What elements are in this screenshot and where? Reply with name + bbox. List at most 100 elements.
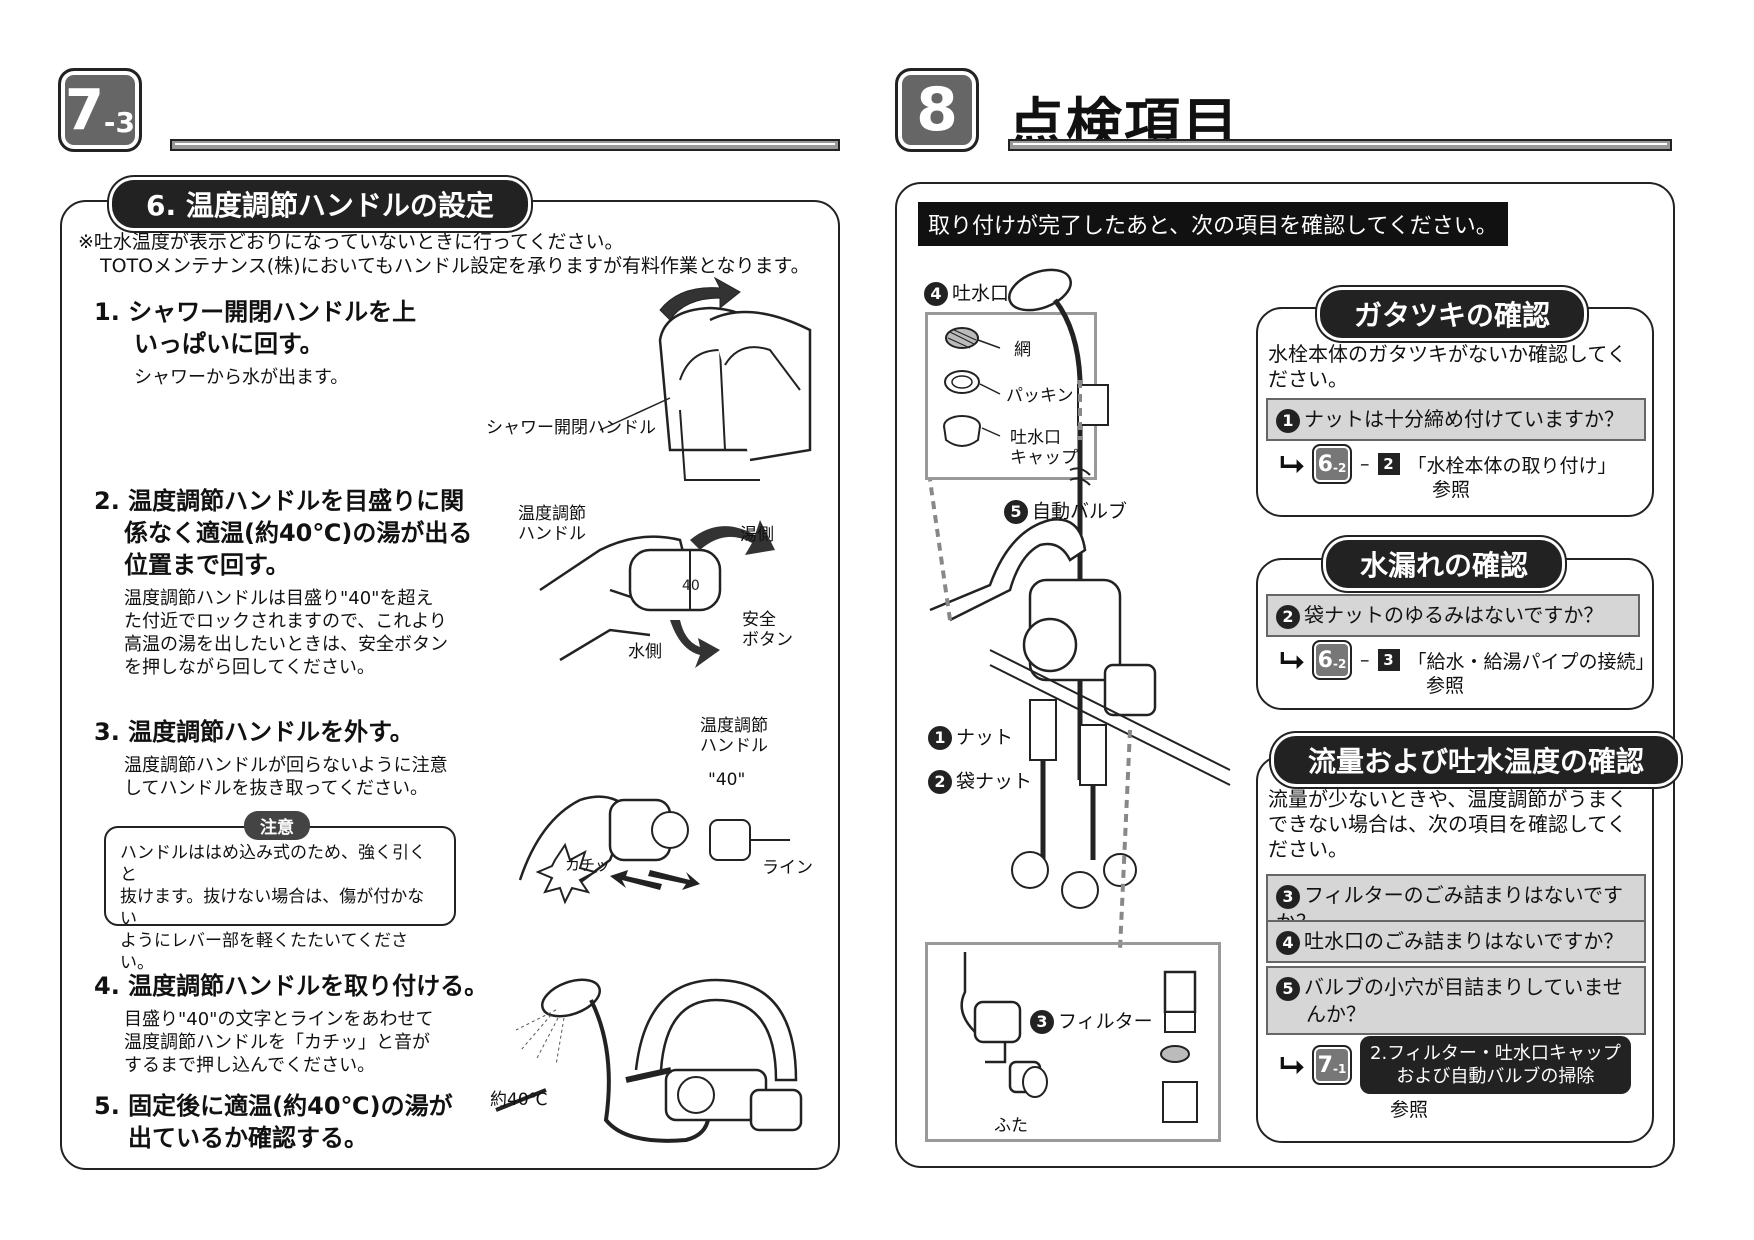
section-title-pill: 6. 温度調節ハンドルの設定 — [112, 180, 528, 228]
notes: ※吐水温度が表示どおりになっていないときに行ってください。 TOTOメンテナンス… — [78, 230, 828, 278]
ref-line: 2.フィルター・吐水口キャップ — [1370, 1043, 1621, 1064]
label-line: 安全 — [742, 610, 776, 630]
step-title: 係なく適温(約40℃)の湯が出る — [124, 519, 473, 547]
reference-link[interactable]: ⮡ 6-2 – 3 「給水・給湯パイプの接続」 — [1280, 640, 1655, 680]
step-title: 位置まで回す。 — [124, 551, 290, 579]
desc-line: ださい。 — [1268, 837, 1348, 861]
reference-link[interactable]: ⮡ 6-2 – 2 「水栓本体の取り付け」 — [1280, 444, 1617, 484]
step-body: を押しながら回してください。 — [124, 657, 375, 678]
label-mark-40: "40" — [708, 770, 746, 790]
instruction-banner: 取り付けが完了したあと、次の項目を確認してください。 — [918, 202, 1508, 246]
step-title: 2. 温度調節ハンドルを目盛りに関 — [94, 487, 465, 515]
step-title: いっぱいに回す。 — [134, 330, 324, 358]
ref-badge: 7-1 — [1312, 1045, 1352, 1085]
step-body: するまで押し込んでください。 — [124, 1055, 376, 1076]
header-rule-right — [1008, 139, 1672, 151]
ref-badge: 6-2 — [1312, 640, 1352, 680]
arrow-right-icon: ⮡ — [1280, 1047, 1304, 1083]
question-text: ナットは十分締め付けていますか？ — [1304, 407, 1624, 431]
caution-box: ハンドルははめ込み式のため、強く引くと 抜けます。抜けない場合は、傷が付かない … — [104, 826, 456, 973]
section-badge-8: 8 — [895, 68, 979, 152]
note-line: TOTOメンテナンス(株)においてもハンドル設定を承りますが有料作業となります。 — [100, 255, 810, 277]
desc-line: 水栓本体のガタツキがないか確認してく — [1268, 342, 1627, 366]
filter-illustration — [960, 952, 1198, 1123]
label-text: ナット — [956, 726, 1014, 749]
label-safety-button: 安全 ボタン — [742, 610, 793, 650]
ref-badge: 6-2 — [1312, 444, 1352, 484]
check-title: 流量および吐水温度の確認 — [1274, 736, 1679, 784]
step-title: 1. シャワー開閉ハンドルを上 — [94, 298, 417, 326]
ref-badge-sub: -1 — [1332, 1062, 1347, 1076]
label-line: 吐水口 — [1010, 428, 1061, 448]
step-body: た付近でロックされますので、これより — [124, 611, 447, 632]
label-mesh: 網 — [1014, 340, 1031, 360]
num-circle: 4 — [1276, 930, 1300, 955]
ref-badge-sub: -2 — [1332, 461, 1347, 475]
num-circle: 3 — [1276, 884, 1300, 909]
remove-handle-illustration — [518, 795, 790, 905]
caution-line: ようにレバー部を軽くたたいてください。 — [120, 931, 408, 973]
label-line: ライン — [762, 858, 813, 878]
label-line: 温度調節 — [518, 504, 586, 524]
check-desc: 水栓本体のガタツキがないか確認してく ださい。 — [1268, 342, 1627, 392]
ref-text: 「給水・給湯パイプの接続」 — [1407, 650, 1655, 673]
ref-square: 3 — [1377, 649, 1400, 671]
step-body: シャワーから水が出ます。 — [134, 367, 349, 388]
ref-sub: 参照 — [1432, 479, 1471, 501]
step-4: 4. 温度調節ハンドルを取り付ける。 目盛り"40"の文字とラインをあわせて 温… — [94, 970, 514, 1077]
ref-text: 「水栓本体の取り付け」 — [1407, 454, 1617, 477]
step-2: 2. 温度調節ハンドルを目盛りに関 係なく適温(約40℃)の湯が出る 位置まで回… — [94, 485, 474, 679]
question-text: 袋ナットのゆるみはないですか？ — [1304, 603, 1604, 627]
check-title: ガタツキの確認 — [1320, 290, 1585, 338]
step-title: 4. 温度調節ハンドルを取り付ける。 — [94, 972, 489, 1000]
faucet-main-illustration — [928, 268, 1231, 951]
caution-line: 抜けます。抜けない場合は、傷が付かない — [120, 887, 425, 929]
num-circle: 3 — [1030, 1010, 1054, 1034]
ref-badge-main: 6 — [1317, 647, 1333, 673]
spout-parts-illustration — [943, 327, 1001, 447]
label-line: ボタン — [742, 630, 793, 650]
step-3: 3. 温度調節ハンドルを外す。 温度調節ハンドルが回らないように注意 してハンド… — [94, 716, 474, 800]
label-temp-handle: 温度調節 ハンドル — [518, 504, 586, 544]
faucet-shower-illustration — [495, 978, 803, 1143]
caution-label: 注意 — [244, 811, 310, 840]
arrow-right-icon: ⮡ — [1280, 642, 1304, 678]
step-body: 温度調節ハンドルは目盛り"40"を超え — [124, 588, 434, 609]
label-text: 吐水口 — [952, 282, 1010, 305]
ref-line: および自動バルブの掃除 — [1396, 1066, 1595, 1087]
num-circle: 5 — [1276, 976, 1300, 1001]
num-circle: 1 — [928, 726, 952, 750]
step-title: 5. 固定後に適温(約40℃)の湯が — [94, 1092, 453, 1120]
label-text: 自動バルブ — [1032, 500, 1128, 523]
label-line: ハンドル — [700, 736, 768, 756]
label-line: 温度調節 — [700, 716, 768, 736]
arrow-right-icon: ⮡ — [1280, 446, 1304, 482]
label-temp-handle-3: 温度調節 ハンドル — [700, 716, 768, 756]
desc-line: ださい。 — [1268, 367, 1348, 391]
check-desc: 流量が少ないときや、温度調節がうまく できない場合は、次の項目を確認してく ださ… — [1268, 787, 1627, 862]
step-5: 5. 固定後に適温(約40℃)の湯が 出ているか確認する。 — [94, 1090, 514, 1154]
question-text: んか？ — [1306, 1001, 1366, 1026]
ref-square: 2 — [1377, 453, 1400, 475]
desc-line: 流量が少ないときや、温度調節がうまく — [1268, 787, 1628, 811]
step-1: 1. シャワー開閉ハンドルを上 いっぱいに回す。 シャワーから水が出ます。 — [94, 296, 474, 389]
label-hot-side: 湯側 — [740, 525, 774, 545]
caution-line: ハンドルははめ込み式のため、強く引くと — [120, 843, 426, 885]
step-body: 温度調節ハンドルを「カチッ」と音が — [124, 1032, 430, 1053]
label-line: キャップ — [1010, 448, 1078, 468]
step-body: 温度調節ハンドルが回らないように注意 — [124, 755, 448, 776]
step-title: 出ているか確認する。 — [128, 1124, 368, 1152]
badge-sub: -3 — [103, 105, 136, 139]
note-line: ※吐水温度が表示どおりになっていないときに行ってください。 — [78, 231, 624, 253]
svg-text:40: 40 — [682, 578, 700, 594]
reference-link[interactable]: ⮡ 7-1 2.フィルター・吐水口キャップ および自動バルブの掃除 — [1280, 1036, 1631, 1094]
label-approx-temp: 約40℃ — [490, 1090, 548, 1110]
ref-badge-main: 7 — [1317, 1052, 1333, 1078]
label-spout-cap: 吐水口 キャップ — [1010, 428, 1078, 468]
